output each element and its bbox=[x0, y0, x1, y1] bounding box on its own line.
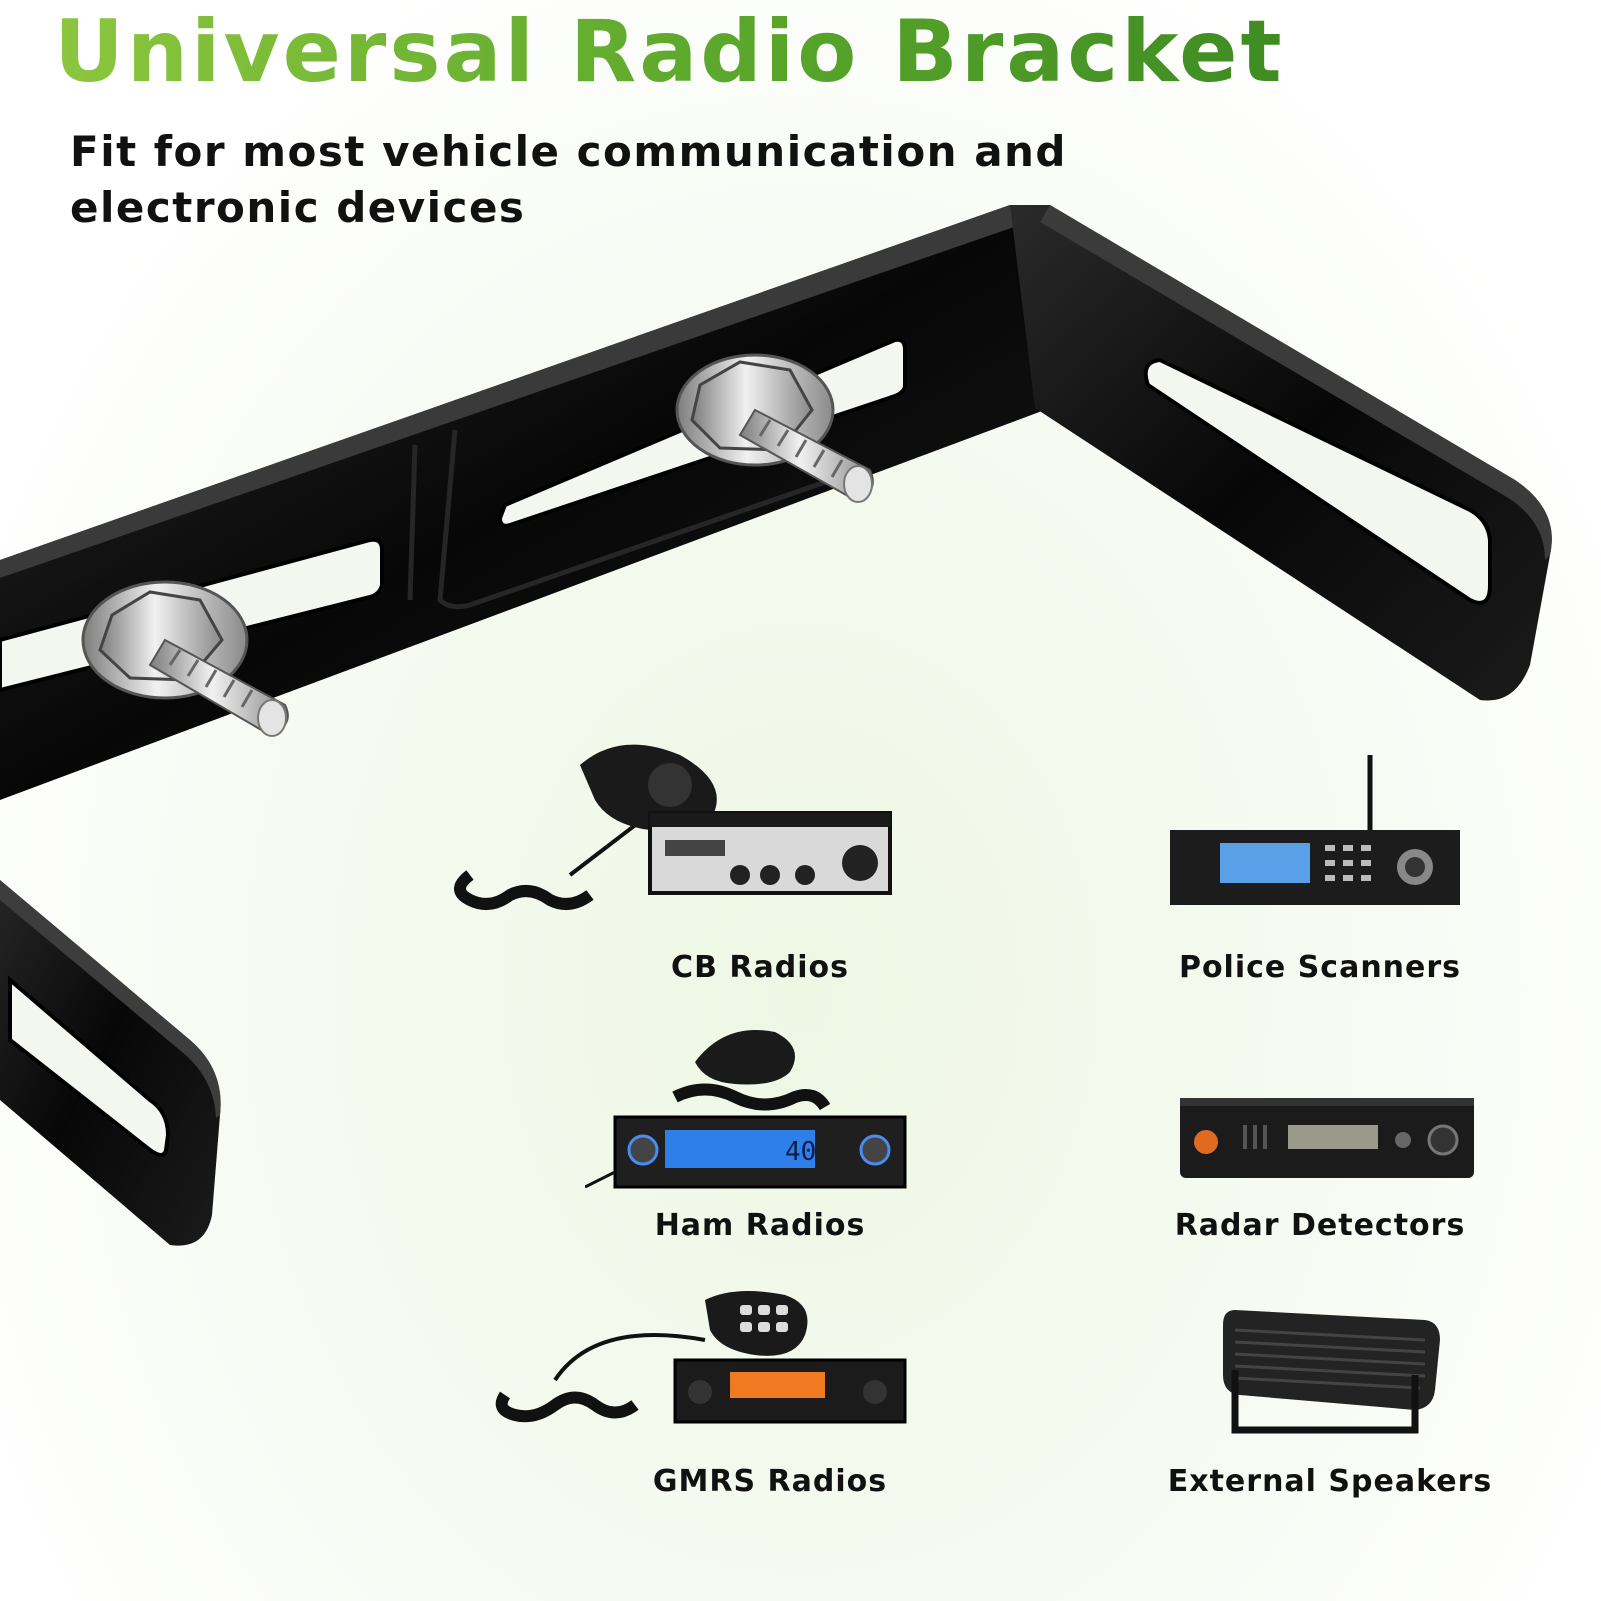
external-speaker-icon bbox=[1223, 1310, 1440, 1434]
radar-detector-icon bbox=[1180, 1098, 1474, 1178]
ham-display-value: 40 bbox=[785, 1137, 816, 1167]
cb-radio-icon bbox=[454, 744, 892, 910]
device-label-external-speakers: External Speakers bbox=[1167, 1464, 1493, 1499]
device-label-ham-radios: Ham Radios bbox=[654, 1208, 866, 1243]
page-title: Universal Radio Bracket bbox=[54, 0, 1574, 104]
page-subtitle: Fit for most vehicle communication and e… bbox=[70, 127, 1067, 232]
ham-radio-icon: 40 bbox=[585, 1030, 907, 1189]
device-label-gmrs-radios: GMRS Radios bbox=[652, 1464, 888, 1499]
device-label-cb-radios: CB Radios bbox=[671, 950, 849, 985]
gmrs-radio-icon bbox=[495, 1291, 907, 1424]
police-scanner-icon bbox=[1170, 755, 1460, 905]
device-label-police-scanners: Police Scanners bbox=[1178, 950, 1462, 985]
device-label-radar-detectors: Radar Detectors bbox=[1174, 1208, 1466, 1243]
